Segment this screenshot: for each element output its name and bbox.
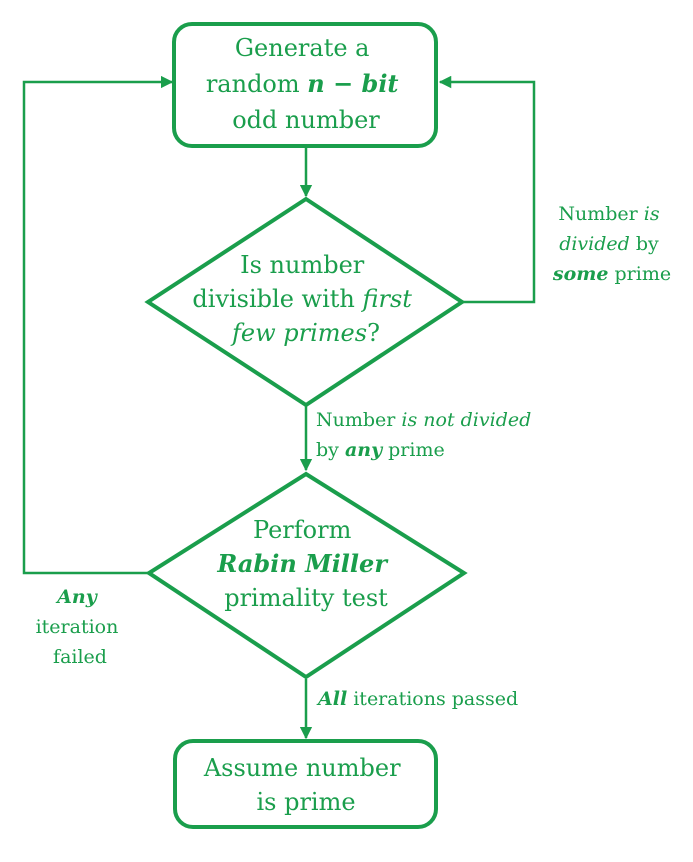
generate-box (172, 22, 438, 148)
generate-node: Generate a random n − bit odd number (172, 22, 438, 148)
edge-label-divided-line1-prefix: Number (558, 203, 643, 225)
edge-label-not-divided-line1-prefix: Number (316, 409, 401, 431)
edge-label-passed: All iterations passed (316, 688, 518, 710)
edge-label-divided: Number is divided by some prime (552, 203, 671, 285)
rabin-text: Perform Rabin Miller primality test (216, 516, 394, 612)
assume-text: Assume number is prime (203, 754, 408, 816)
edge-label-not-divided-line1-italic: is not divided (401, 409, 531, 431)
edge-label-failed-line3: failed (53, 646, 107, 668)
edge-label-divided-line3-bold: some (552, 263, 609, 285)
generate-line3: odd number (232, 106, 380, 134)
divisible-line2-italic: first (361, 285, 413, 313)
generate-line2: random n − bit (206, 69, 399, 98)
edge-label-not-divided-line2-suffix: prime (382, 439, 445, 461)
rabin-line2: Rabin Miller (216, 549, 389, 578)
divisible-line2: divisible with first (192, 285, 412, 313)
assume-box (173, 739, 438, 829)
edge-label-failed: Any iteration failed (36, 586, 125, 668)
rabin-line3: primality test (224, 584, 388, 612)
generate-text: Generate a random n − bit odd number (206, 34, 406, 134)
rabin-diamond (145, 471, 468, 680)
edge-label-passed-line1-suffix: iterations passed (347, 688, 518, 710)
edge-label-divided-line1-italic: is (644, 203, 660, 225)
divisible-diamond (144, 196, 466, 408)
divisible-line3-italic: few primes (230, 319, 367, 347)
edge-label-failed-line2: iteration (36, 616, 119, 638)
edge-label-failed-line1: Any (55, 586, 99, 608)
divisible-line2-prefix: divisible with (192, 285, 362, 313)
edge-label-divided-line3-suffix: prime (608, 263, 671, 285)
edge-label-passed-line1-bold: All (316, 688, 347, 710)
edge-label-not-divided-line2: by any prime (316, 439, 445, 461)
edge-rabin-to-generate (22, 75, 174, 575)
edge-label-divided-line3: some prime (552, 263, 671, 285)
edge-label-divided-line2-suffix: by (630, 233, 659, 255)
rabin-node: Perform Rabin Miller primality test (145, 471, 468, 680)
divisible-node: Is number divisible with first few prime… (144, 196, 466, 408)
edge-divisible-to-generate (438, 75, 536, 304)
edge-label-divided-line2-italic: divided (559, 233, 630, 255)
divisible-line3-suffix: ? (367, 319, 380, 347)
assume-line2: is prime (256, 788, 355, 816)
edge-label-divided-line2: divided by (559, 233, 659, 255)
edge-label-not-divided-line1: Number is not divided (316, 409, 531, 431)
edge-label-not-divided-line2-prefix: by (316, 439, 345, 461)
rabin-line1: Perform (253, 516, 352, 544)
generate-line1: Generate a (235, 34, 370, 62)
edge-label-not-divided: Number is not divided by any prime (316, 409, 537, 461)
edge-label-passed-line1: All iterations passed (316, 688, 518, 710)
divisible-text: Is number divisible with first few prime… (192, 251, 419, 347)
edge-label-divided-line1: Number is (558, 203, 659, 225)
divisible-line3: few primes? (230, 319, 380, 347)
divisible-line1: Is number (240, 251, 365, 279)
generate-line2-math: n − bit (307, 69, 398, 98)
assume-node: Assume number is prime (173, 739, 438, 829)
generate-line2-prefix: random (206, 70, 307, 98)
edge-label-not-divided-line2-bold: any (345, 439, 384, 461)
assume-line1: Assume number (203, 754, 401, 782)
